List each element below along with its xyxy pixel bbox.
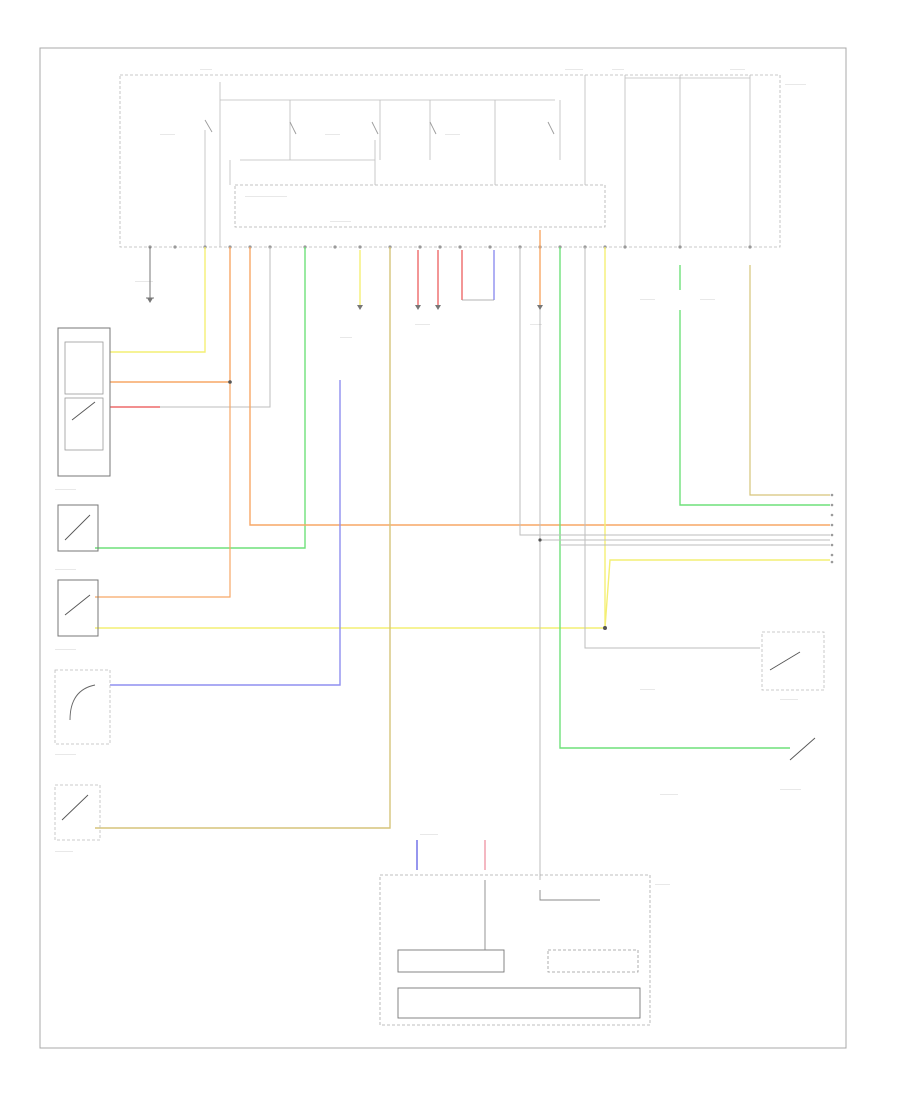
svg-text:——————: —————— [55, 849, 73, 853]
wire-orange-3 [95, 382, 231, 598]
svg-text:——————: —————— [135, 279, 153, 283]
svg-text:—————: ————— [445, 132, 460, 136]
actuator-inner-right [547, 949, 639, 973]
svg-text:———————: ——————— [55, 647, 76, 651]
wire-yellow-1 [110, 247, 206, 353]
clutch-switch-arm [789, 737, 816, 761]
ground-arrows [147, 298, 543, 310]
svg-text:——————: —————— [565, 67, 583, 71]
svg-text:—————: ————— [640, 687, 655, 691]
svg-text:——————————————: —————————————— [245, 194, 287, 198]
top-bus-lines [204, 75, 751, 247]
left-switch-inner-1 [64, 341, 104, 395]
actuator-module-box [379, 874, 651, 1026]
svg-text:——————: —————— [420, 832, 438, 836]
svg-text:————: ———— [530, 322, 542, 326]
svg-text:————: ———— [612, 67, 624, 71]
svg-text:——————: —————— [780, 697, 798, 701]
brake-switch-box [761, 631, 825, 691]
svg-text:————: ———— [200, 67, 212, 71]
left-switch-box-1 [57, 327, 111, 477]
wire-green-1 [95, 247, 306, 549]
wire-green-3 [559, 247, 790, 749]
actuator-bottom-bar [397, 987, 641, 1019]
fuse-box-top [119, 74, 781, 248]
actuator-ground-branch [539, 890, 600, 901]
left-switch-inner-2 [64, 397, 104, 451]
control-unit-box [234, 184, 606, 228]
svg-text:————: ———— [340, 335, 352, 339]
switch-arm-5 [61, 794, 89, 821]
svg-text:———————: ——————— [780, 787, 801, 791]
left-switch-box-5 [54, 784, 101, 841]
svg-text:———————: ——————— [55, 752, 76, 756]
svg-text:—————: ————— [325, 132, 340, 136]
svg-text:—————: ————— [640, 297, 655, 301]
wire-gray-2 [519, 247, 830, 880]
diagram-frame [39, 47, 847, 1049]
wire-orange-1 [110, 247, 231, 383]
wire-red-stubs [417, 250, 463, 305]
faint-labels: ———— —————— ———— ————— ——————— ————— ———… [55, 67, 806, 886]
wire-tan-2 [749, 265, 830, 496]
actuator-inner-left [397, 949, 505, 973]
brake-switch-arm [769, 651, 801, 671]
wire-violet-1 [110, 380, 341, 686]
switch-arm-2 [64, 514, 91, 541]
left-switch-box-4 [54, 669, 111, 745]
svg-text:———————: ——————— [330, 219, 351, 223]
right-connector-bank [830, 493, 834, 564]
wire-green-2 [679, 265, 830, 506]
svg-text:———————: ——————— [785, 82, 806, 86]
left-switch-box-3 [57, 579, 99, 637]
wire-orange-2 [249, 247, 830, 526]
splice-points [228, 380, 607, 630]
top-box-switches [204, 119, 555, 135]
wire-gray-1 [110, 247, 271, 408]
svg-text:—————: ————— [655, 882, 670, 886]
svg-text:———————: ——————— [55, 567, 76, 571]
wire-tan-1 [95, 247, 391, 829]
rotary-switch-arc [69, 684, 96, 721]
svg-text:—————: ————— [730, 67, 745, 71]
switch-arm-1 [71, 401, 96, 421]
left-switch-box-2 [57, 504, 99, 552]
svg-text:—————: ————— [160, 132, 175, 136]
ground-symbol-left [146, 247, 154, 299]
svg-text:——————: —————— [660, 792, 678, 796]
switch-arm-3 [64, 594, 91, 616]
svg-text:———————: ——————— [55, 487, 76, 491]
svg-text:—————: ————— [700, 297, 715, 301]
svg-text:—————: ————— [415, 322, 430, 326]
